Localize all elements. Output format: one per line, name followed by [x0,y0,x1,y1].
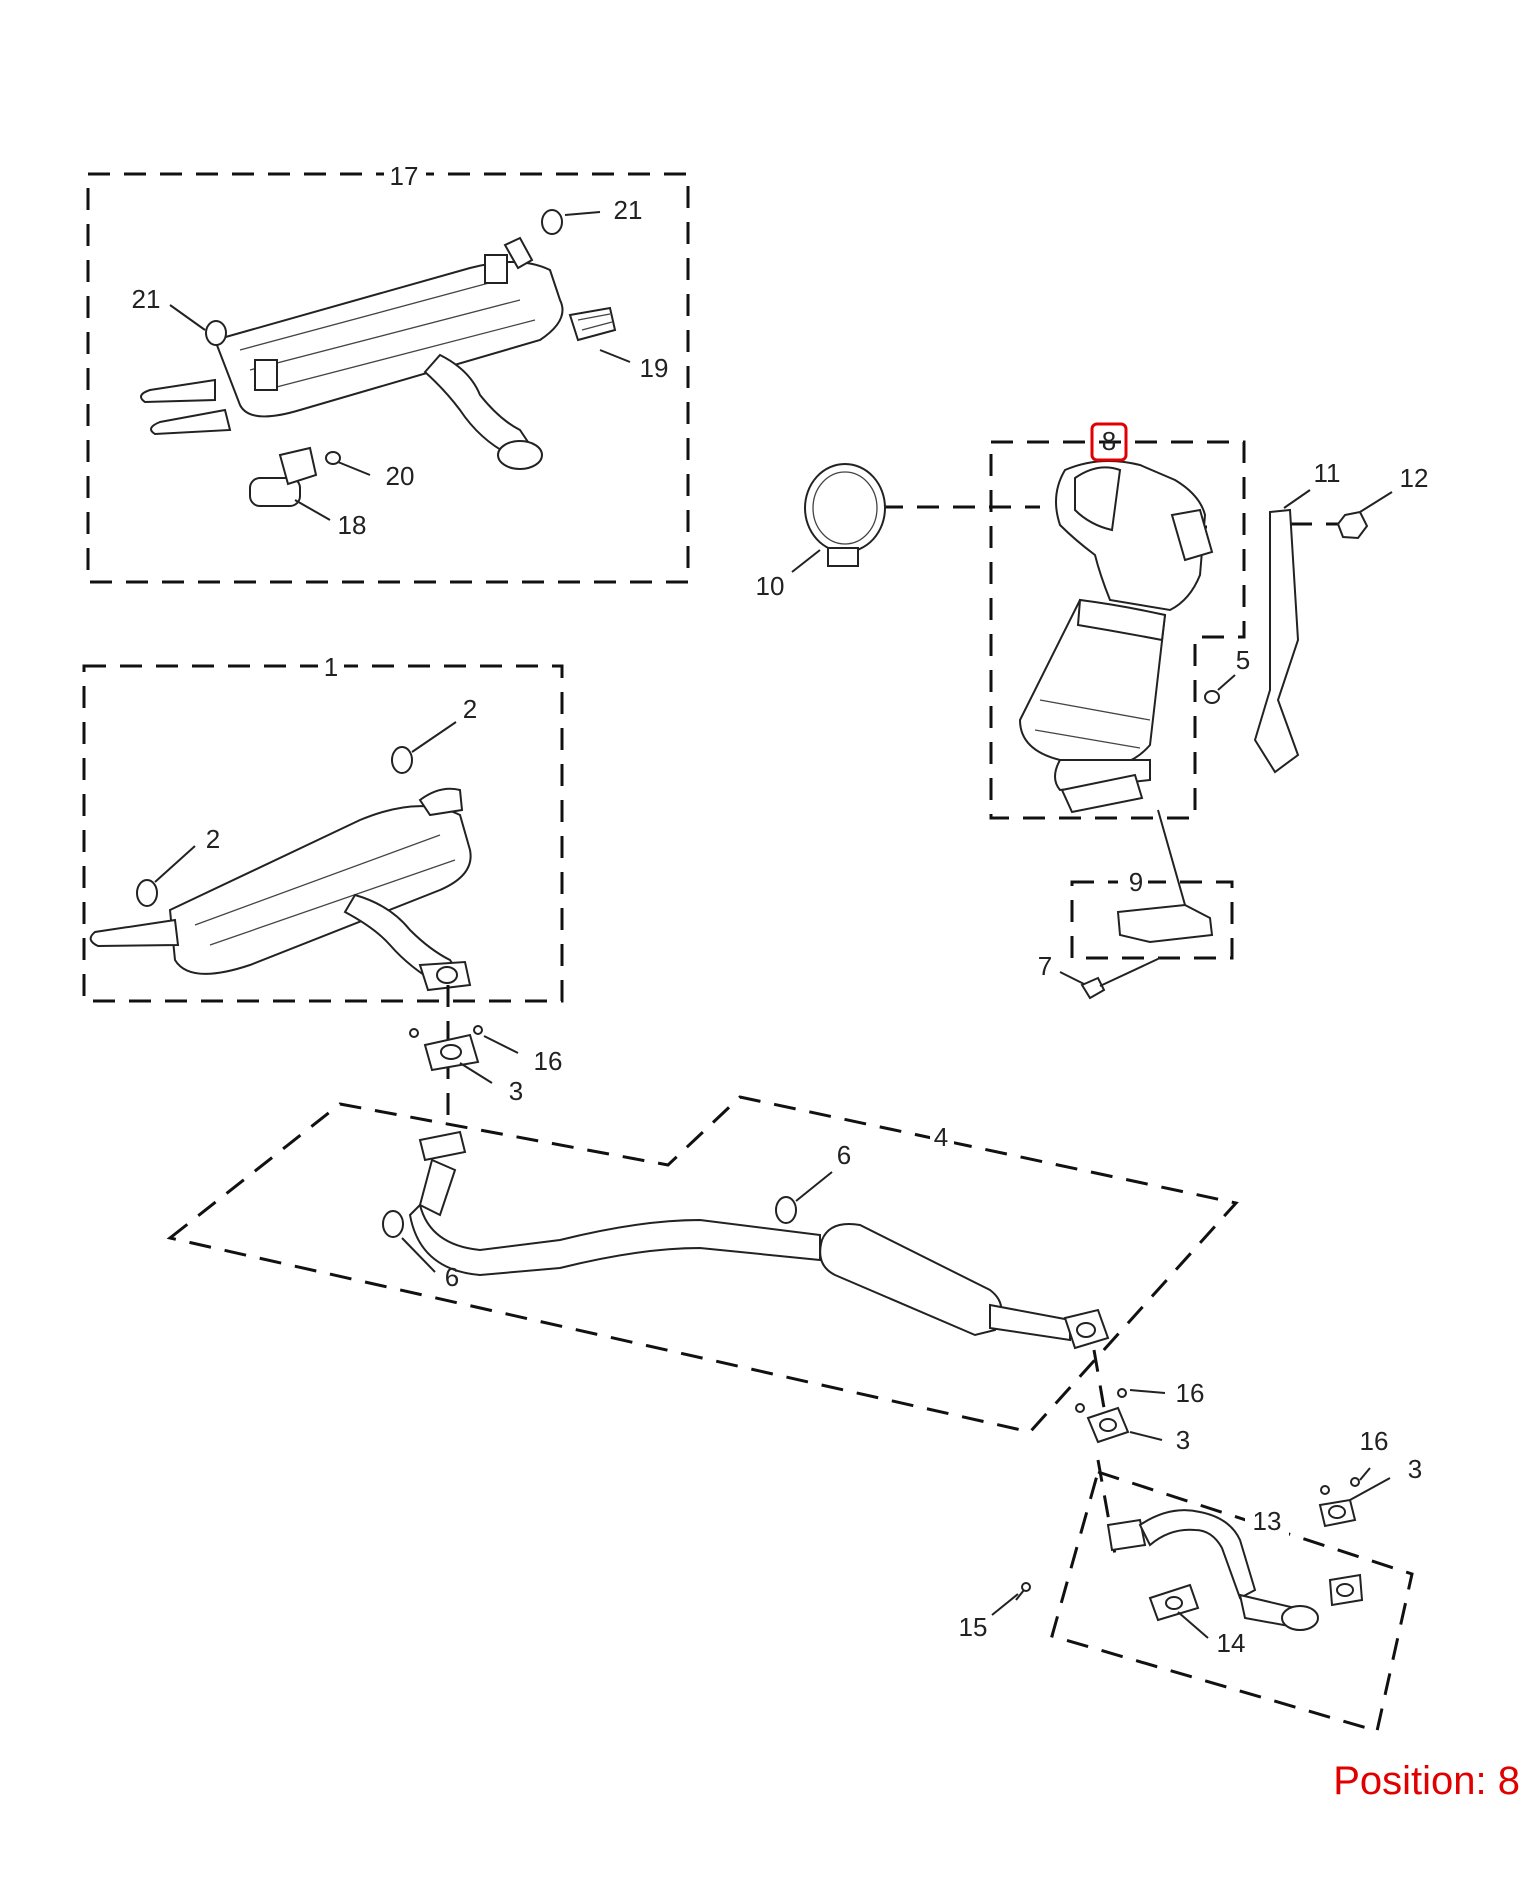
nut-part-12 [1336,491,1393,540]
group-1-boundary [82,664,564,1003]
group-8-boundary [989,440,1246,820]
group-4-boundary [166,1095,1239,1434]
front-pipe-drawing [1106,1509,1364,1631]
callout-16-lower: 16 [1360,1426,1389,1456]
bracket-part-11 [1253,489,1311,774]
callout-2-lower: 2 [206,824,220,854]
group-17-rear-muffler-assembly [86,160,690,584]
callout-13: 13 [1253,1506,1282,1536]
callout-labels: 17 21 21 19 20 18 1 2 2 16 3 4 6 6 16 3 … [132,161,1429,1658]
gasket-part-3-lower [1318,1467,1391,1528]
intermediate-pipe-drawing [408,1130,1110,1350]
rear-silencer-drawing [89,787,472,992]
insulator-part-6-lower [382,1210,404,1238]
group-13-boundary [1050,1470,1414,1733]
callout-15: 15 [959,1612,988,1642]
position-label: Position: 8 [1333,1759,1520,1803]
catalytic-converter-drawing [1018,460,1214,814]
callout-3-lower: 3 [1408,1454,1422,1484]
hanger-part-18 [249,446,318,507]
gasket-part-14 [1148,1583,1209,1639]
group-4-intermediate-pipe [166,1095,1239,1434]
callout-16-middle: 16 [1176,1378,1205,1408]
callout-5: 5 [1236,645,1250,675]
callout-19: 19 [640,353,669,383]
gasket-part-3-upper [409,1025,519,1084]
insulator-part-6-upper [775,1196,797,1224]
heat-shield-drawing [1116,903,1214,944]
group-13-front-pipe [991,1467,1414,1733]
insulator-part-21-left [205,320,227,346]
nut-part-20 [325,451,341,465]
callout-21-left: 21 [132,284,161,314]
callout-21-right: 21 [614,195,643,225]
callout-3-upper: 3 [509,1076,523,1106]
callout-6-lower: 6 [445,1262,459,1292]
group-9-heat-shield-bracket [1070,809,1234,960]
callout-16-upper: 16 [534,1046,563,1076]
callout-10: 10 [756,571,785,601]
callout-20: 20 [386,461,415,491]
bolt-part-7 [1059,957,1161,1000]
insulator-part-21-right [541,209,563,235]
callout-8: 8 [1102,426,1116,456]
callout-8-highlight [1090,422,1128,462]
callout-18: 18 [338,510,367,540]
callout-11: 11 [1314,458,1341,488]
gasket-part-3-middle [1075,1388,1166,1444]
callout-12: 12 [1400,463,1429,493]
stud-part-15 [991,1582,1031,1616]
insulator-part-2-upper [391,746,413,774]
callout-17: 17 [390,161,419,191]
callout-14: 14 [1217,1628,1246,1658]
group-9-boundary [1070,880,1234,960]
nut-part-5 [1204,690,1220,704]
callout-7: 7 [1038,951,1052,981]
group-1-rear-silencer-kit [82,652,564,1003]
insulator-part-2-lower [136,879,158,907]
callout-3-middle: 3 [1176,1425,1190,1455]
hanger-part-19 [568,306,617,342]
callout-2-upper: 2 [463,694,477,724]
callout-6-upper: 6 [837,1140,851,1170]
callout-9: 9 [1129,867,1143,897]
callout-4: 4 [934,1122,948,1152]
group-8-catalytic-converter [989,440,1246,820]
rear-muffler-drawing [140,236,564,470]
clamp-part-10 [791,463,886,573]
callout-1: 1 [324,652,338,682]
